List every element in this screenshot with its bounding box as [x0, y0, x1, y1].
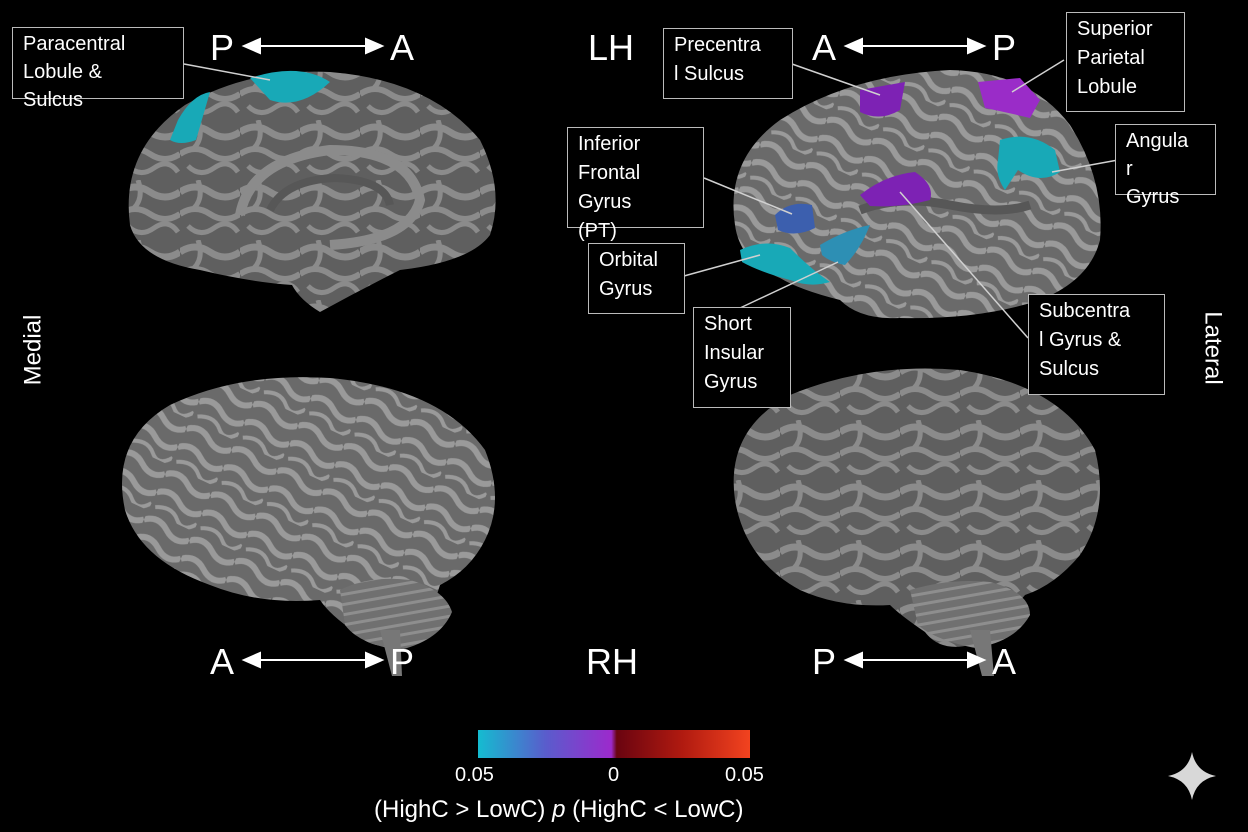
lh-medial-brain — [128, 70, 496, 312]
label-orbital-gyrus: Orbital Gyrus — [588, 243, 685, 314]
label-superior-parietal-lobule: Superior Parietal Lobule — [1066, 12, 1185, 112]
label-paracentral-lobule: Paracentral Lobule & Sulcus — [12, 27, 184, 111]
label-precentral-sulcus: Precentra l Sulcus — [663, 28, 793, 99]
lh-medial-start: P — [210, 27, 235, 68]
colorbar-tick-center: 0 — [608, 764, 620, 786]
direction-arrows — [241, 37, 987, 669]
lh-lateral-end: P — [992, 27, 1017, 68]
lh-medial-end: A — [390, 27, 415, 68]
rh-left-brain — [122, 377, 495, 676]
rh-medial-end: P — [390, 641, 415, 682]
rh-lateral-start: P — [812, 641, 837, 682]
caption-left: (HighC > LowC) — [374, 796, 546, 823]
hemisphere-left-label: LH — [588, 27, 635, 68]
colorbar-tick-right: 0.05 — [725, 764, 764, 786]
rh-lateral-end: A — [992, 641, 1017, 682]
colorbar-caption: (HighC > LowC) p (HighC < LowC) — [374, 798, 743, 822]
hemisphere-right-label: RH — [586, 641, 638, 682]
lh-lateral-start: A — [812, 27, 837, 68]
rh-medial-start: A — [210, 641, 235, 682]
rh-right-brain — [733, 368, 1100, 676]
leader-lines — [183, 59, 1119, 339]
label-short-insular-gyrus: Short Insular Gyrus — [693, 307, 791, 408]
label-subcentral-gyrus: Subcentra l Gyrus & Sulcus — [1028, 294, 1165, 395]
lh-lateral-brain — [733, 70, 1101, 319]
medial-view-label: Medial — [19, 314, 47, 386]
label-inferior-frontal-gyrus: Inferior Frontal Gyrus (PT) — [567, 127, 704, 242]
caption-right: (HighC < LowC) — [572, 796, 744, 823]
sparkle-icon — [1168, 752, 1216, 800]
colorbar — [478, 730, 750, 758]
lateral-view-label: Lateral — [1199, 311, 1227, 385]
caption-p: p — [552, 796, 566, 823]
colorbar-tick-left: 0.05 — [455, 764, 494, 786]
label-angular-gyrus: Angula r Gyrus — [1115, 124, 1216, 208]
